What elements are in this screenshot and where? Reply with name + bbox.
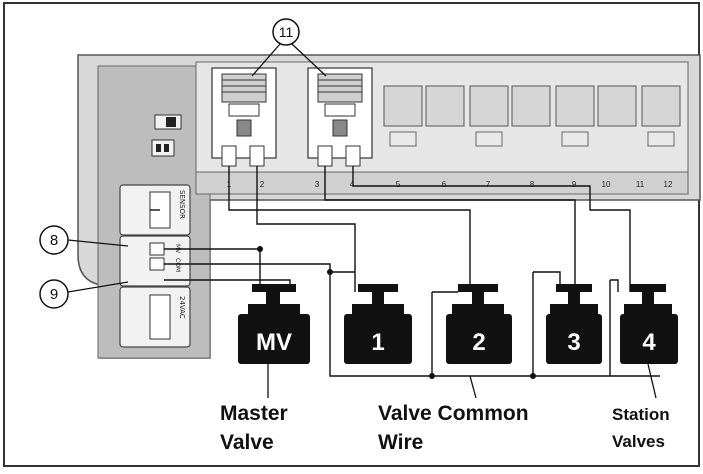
- callout-11: 11: [279, 24, 294, 40]
- wire-station-2: [228, 166, 471, 292]
- wire-common-bus: [164, 263, 660, 377]
- terminal-number: 9: [572, 180, 577, 189]
- callout-11-leader-a: [251, 43, 281, 77]
- valve-3: [546, 284, 602, 364]
- valve-4: [620, 284, 678, 364]
- callout-8: 8: [50, 232, 58, 249]
- selector-switch[interactable]: [154, 114, 182, 130]
- callout-11-circle: [272, 18, 300, 46]
- terminal-number: 8: [530, 180, 535, 189]
- valve-1: [344, 284, 412, 364]
- empty-module-slots: [383, 85, 681, 147]
- valve-2-label: 2: [472, 329, 485, 356]
- station-caption-leader: [647, 363, 657, 399]
- terminal-number: 3: [315, 180, 320, 189]
- callout-9: 9: [50, 286, 58, 303]
- callout-9-leader: [67, 281, 129, 293]
- jumper-switch[interactable]: [151, 139, 175, 157]
- valve-1-label: 1: [371, 329, 384, 356]
- wire-station-3-upper: [324, 166, 576, 292]
- caption-station-line2: Valves: [612, 432, 665, 451]
- valve-4-label: 4: [642, 329, 656, 356]
- caption-master-line1: Master: [220, 402, 288, 425]
- station-module-2: [307, 67, 373, 167]
- callout-8-leader: [67, 239, 129, 247]
- caption-station-line1: Station: [612, 405, 670, 424]
- caption-common-line1: Valve Common: [378, 402, 529, 425]
- caption-master-line2: Valve: [220, 431, 274, 454]
- terminal-number: 11: [636, 180, 645, 189]
- common-caption-leader: [469, 375, 477, 399]
- wire-junctions: [257, 246, 536, 379]
- wire-station-1: [256, 166, 356, 292]
- terminal-number: 12: [664, 180, 673, 189]
- station-module-1: [211, 67, 277, 167]
- terminal-number: 6: [442, 180, 447, 189]
- terminal-number-strip: [195, 171, 689, 195]
- callout-11-leader-b: [291, 43, 327, 77]
- sensor-label: SENSOR: [178, 190, 186, 219]
- callout-9-circle: [39, 279, 69, 309]
- terminal-number: 5: [396, 180, 401, 189]
- terminal-number: 7: [486, 180, 491, 189]
- caption-common-line2: Wire: [378, 431, 423, 454]
- wire-station-4: [352, 166, 631, 292]
- terminal-number: 4: [350, 180, 355, 189]
- terminal-number: 10: [602, 180, 611, 189]
- com-terminal-label: COM: [174, 258, 181, 272]
- valve-master-label: MV: [256, 329, 292, 356]
- valve-3-label: 3: [567, 329, 580, 356]
- terminal-number: 2: [260, 180, 265, 189]
- 24vac-label: 24VAC: [178, 296, 186, 319]
- valve-master: [238, 284, 310, 364]
- wiring: [150, 166, 660, 377]
- valve-2: [446, 284, 512, 364]
